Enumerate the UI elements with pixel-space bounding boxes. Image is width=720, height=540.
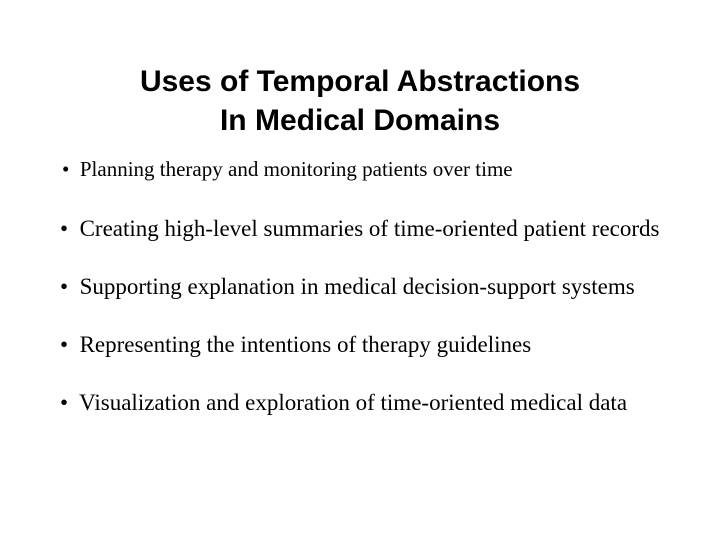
bullet-spacer <box>68 216 80 241</box>
list-item: • Planning therapy and monitoring patien… <box>46 156 674 183</box>
bullet-list: • Planning therapy and monitoring patien… <box>46 156 674 417</box>
bullet-icon: • <box>60 332 69 357</box>
bullet-spacer <box>68 332 80 357</box>
bullet-icon: • <box>62 157 70 181</box>
bullet-spacer <box>68 390 79 415</box>
page-title: Uses of Temporal Abstractions In Medical… <box>0 62 720 140</box>
list-item-text: Supporting explanation in medical decisi… <box>79 274 635 299</box>
title-line-1: Uses of Temporal Abstractions <box>139 65 581 98</box>
list-item: • Visualization and exploration of time-… <box>46 388 674 417</box>
list-item: • Supporting explanation in medical deci… <box>46 272 674 301</box>
bullet-spacer <box>69 157 80 181</box>
bullet-icon: • <box>60 390 69 415</box>
list-item: • Creating high-level summaries of time-… <box>46 214 674 243</box>
list-item-text: Planning therapy and monitoring patients… <box>79 157 513 181</box>
title-line-2: In Medical Domains <box>219 104 501 137</box>
list-item-text: Visualization and exploration of time-or… <box>79 390 628 415</box>
list-item-text: Creating high-level summaries of time-or… <box>79 216 660 241</box>
list-item: • Representing the intentions of therapy… <box>46 330 674 359</box>
list-item-text: Representing the intentions of therapy g… <box>79 332 532 357</box>
bullet-spacer <box>68 274 80 299</box>
bullet-icon: • <box>60 274 69 299</box>
bullet-icon: • <box>60 216 69 241</box>
